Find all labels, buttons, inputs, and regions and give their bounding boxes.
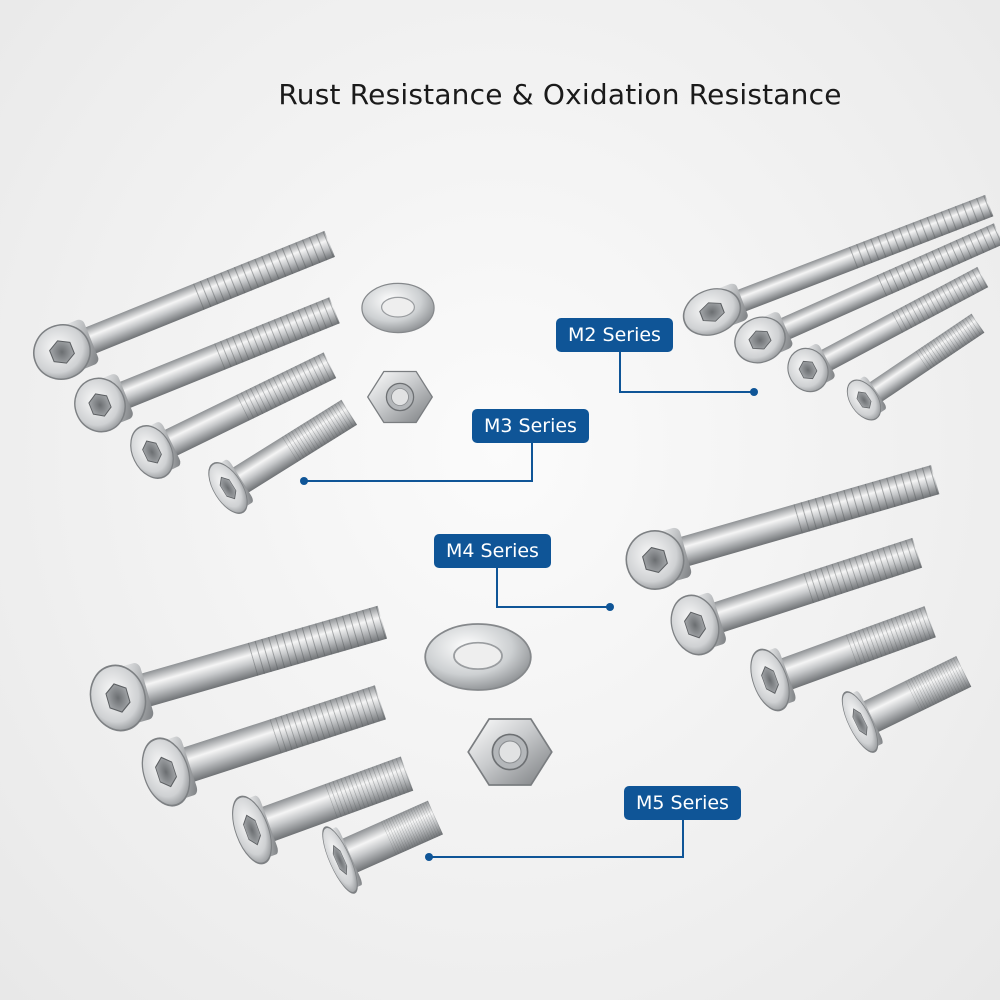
m2-series-label: M2 Series — [556, 318, 673, 352]
m4-leader-dot — [606, 603, 614, 611]
m5-washer — [424, 623, 532, 691]
m3-screw-group — [24, 218, 365, 521]
m2-leader-line — [619, 352, 752, 393]
m3-leader-line — [306, 443, 533, 482]
m5-leader-dot — [425, 853, 433, 861]
m5-screw-group — [82, 589, 451, 898]
m3-nut — [367, 370, 433, 424]
m3-washer — [361, 282, 435, 334]
m5-nut — [467, 718, 553, 786]
m2-screw-group — [676, 184, 1000, 427]
m4-series-label: M4 Series — [434, 534, 551, 568]
m2-leader-dot — [750, 388, 758, 396]
m5-leader-line — [431, 820, 684, 858]
m3-series-label: M3 Series — [472, 409, 589, 443]
headline: Rust Resistance & Oxidation Resistance — [278, 78, 842, 111]
m3-leader-dot — [300, 477, 308, 485]
m4-leader-line — [496, 568, 608, 608]
m5-series-label: M5 Series — [624, 786, 741, 820]
m4-screw-group — [618, 450, 980, 758]
